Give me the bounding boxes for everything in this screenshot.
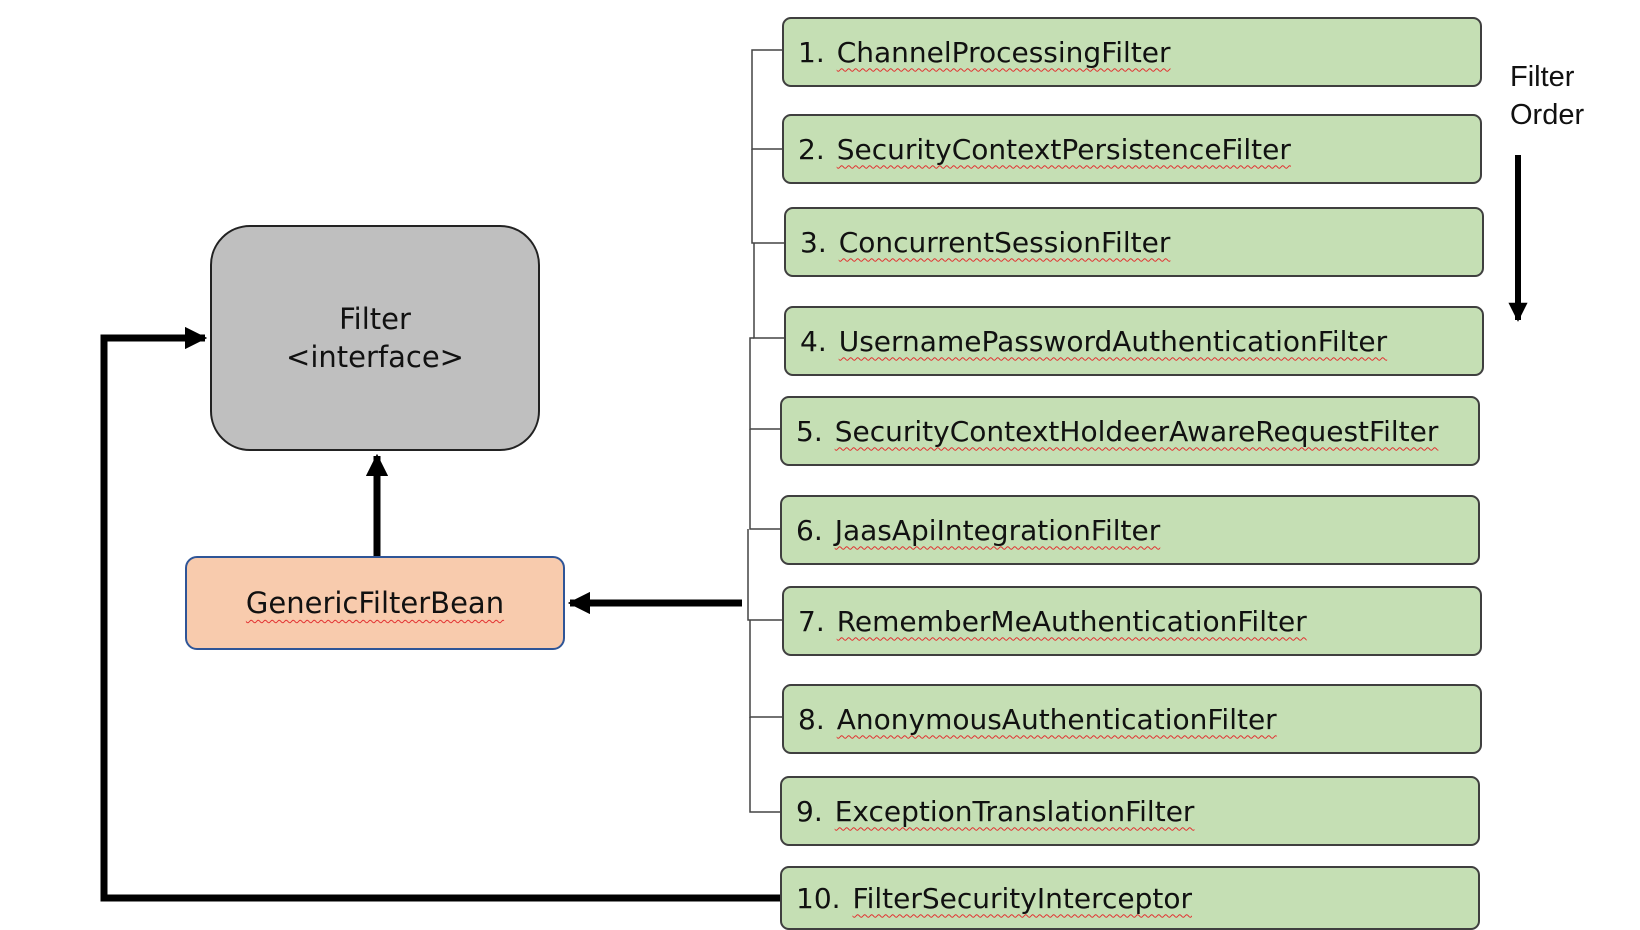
arrow-interceptor-to-interface	[100, 326, 781, 902]
filter-order-label-line1: Filter	[1510, 61, 1575, 93]
filter-order-label-line2: Order	[1510, 99, 1585, 131]
generic-filter-bean-box: GenericFilterBean	[185, 556, 565, 650]
filter-box-4: 4. UsernamePasswordAuthenticationFilter	[784, 306, 1484, 376]
filter-box-5: 5. SecurityContextHoldeerAwareRequestFil…	[780, 396, 1480, 466]
filter-interface-subtitle: <interface>	[286, 340, 464, 374]
filter-interface-title: Filter	[339, 302, 411, 336]
filter-order-label: Filter Order	[1510, 58, 1584, 134]
filter-name: SecurityContextHoldeerAwareRequestFilter	[834, 414, 1439, 448]
filter-box-1: 1. ChannelProcessingFilter	[782, 17, 1482, 87]
filter-number: 9.	[796, 794, 823, 828]
filter-name: ExceptionTranslationFilter	[834, 794, 1195, 828]
filter-box-9: 9. ExceptionTranslationFilter	[780, 776, 1480, 846]
filter-box-10: 10. FilterSecurityInterceptor	[780, 866, 1480, 930]
filter-box-3: 3. ConcurrentSessionFilter	[784, 207, 1484, 277]
filter-number: 6.	[796, 513, 823, 547]
filter-bracket	[747, 49, 784, 813]
filter-box-6: 6. JaasApiIntegrationFilter	[780, 495, 1480, 565]
filter-box-8: 8. AnonymousAuthenticationFilter	[782, 684, 1482, 754]
filter-number: 8.	[798, 702, 825, 736]
filter-number: 7.	[798, 604, 825, 638]
filter-number: 3.	[800, 225, 827, 259]
filter-name: ChannelProcessingFilter	[836, 35, 1171, 69]
filter-box-2: 2. SecurityContextPersistenceFilter	[782, 114, 1482, 184]
filter-number: 1.	[798, 35, 825, 69]
filter-name: ConcurrentSessionFilter	[838, 225, 1171, 259]
filter-name: AnonymousAuthenticationFilter	[836, 702, 1277, 736]
filter-name: SecurityContextPersistenceFilter	[836, 132, 1291, 166]
filter-name: FilterSecurityInterceptor	[852, 881, 1192, 915]
generic-filter-bean-label: GenericFilterBean	[245, 586, 505, 620]
filter-name: JaasApiIntegrationFilter	[834, 513, 1161, 547]
filter-box-7: 7. RememberMeAuthenticationFilter	[782, 586, 1482, 656]
filter-name: UsernamePasswordAuthenticationFilter	[838, 324, 1388, 358]
filter-number: 10.	[796, 881, 841, 915]
filter-interface-box: Filter <interface>	[210, 225, 540, 451]
filter-number: 2.	[798, 132, 825, 166]
filter-name: RememberMeAuthenticationFilter	[836, 604, 1307, 638]
filter-number: 5.	[796, 414, 823, 448]
filter-number: 4.	[800, 324, 827, 358]
